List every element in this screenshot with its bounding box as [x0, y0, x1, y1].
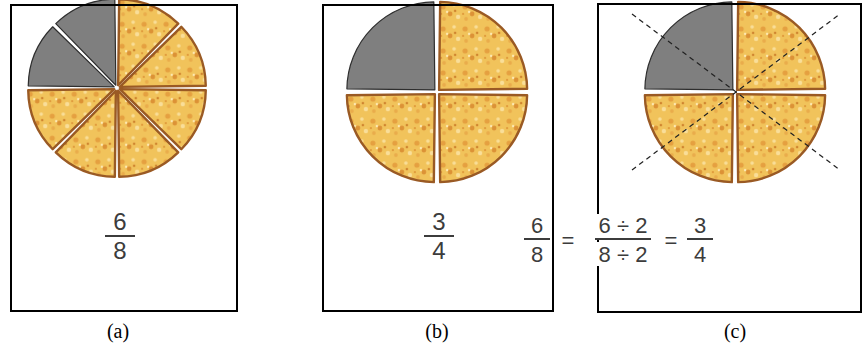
pizza-slice — [645, 2, 733, 90]
fraction: 34 — [424, 209, 454, 263]
pizza-slice — [737, 2, 825, 90]
pizza-slice — [347, 94, 435, 182]
pizza-slice — [645, 94, 733, 182]
equals-sign: = — [665, 228, 678, 254]
pizza-slice — [439, 94, 527, 182]
pizza-slice — [118, 91, 178, 177]
pizza-slice — [28, 89, 114, 149]
pizza-slice — [120, 27, 206, 87]
numerator: 3 — [687, 214, 713, 240]
denominator: 4 — [687, 242, 713, 266]
denominator: 8 — [524, 242, 550, 266]
cut-line — [632, 14, 840, 170]
panel-caption: (c) — [724, 320, 746, 343]
pizza-slice — [56, 0, 116, 85]
fraction-panel: 68 — [10, 4, 238, 312]
pizza-slice — [737, 94, 825, 182]
pizza-slice — [347, 2, 435, 90]
denominator: 4 — [424, 237, 454, 263]
panel-caption: (a) — [107, 320, 129, 343]
numerator: 6 ÷ 2 — [595, 214, 652, 240]
equals-sign: = — [562, 228, 575, 254]
fraction-panel: 34 — [322, 4, 554, 312]
numerator: 3 — [424, 209, 454, 237]
fraction: 68 — [105, 209, 135, 263]
panel-caption: (b) — [425, 320, 448, 343]
denominator: 8 ÷ 2 — [595, 242, 652, 266]
cut-line — [632, 14, 840, 170]
numerator: 6 — [524, 214, 550, 240]
pizza-slice — [439, 2, 527, 90]
pizza-quarters — [347, 2, 527, 182]
pizza-eighths — [28, 0, 206, 177]
denominator: 8 — [105, 237, 135, 263]
numerator: 6 — [105, 209, 135, 237]
